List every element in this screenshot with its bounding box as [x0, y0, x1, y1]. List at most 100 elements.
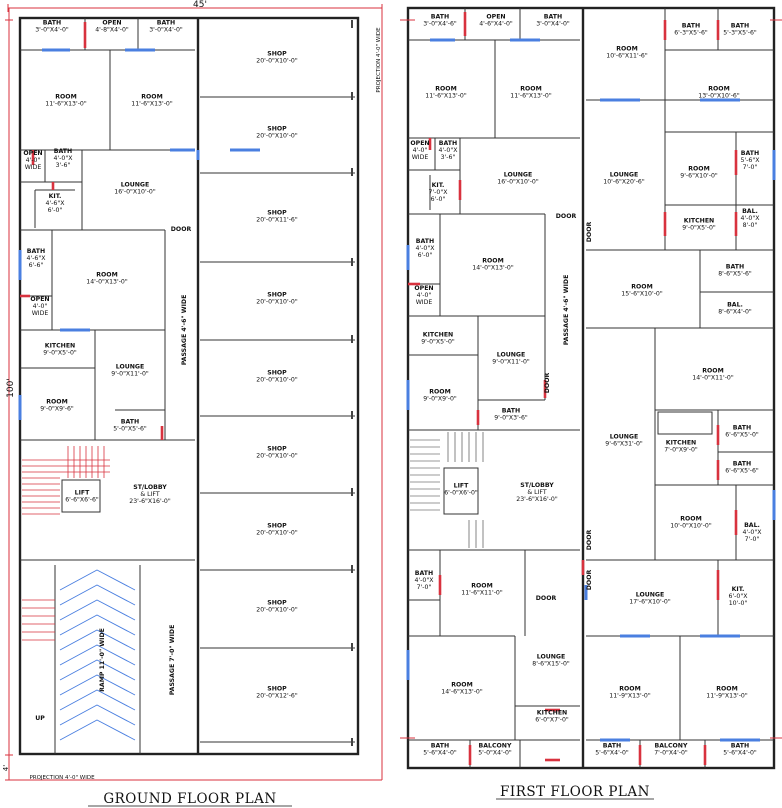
f-door6-label: DOOR: [586, 570, 593, 591]
f-lounge5-line-0: LOUNGE: [610, 434, 639, 441]
f-room9-line-1: 9'-6"X10'-0": [680, 173, 718, 180]
f-lounge2-line-1: 9'-0"X11'-0": [492, 359, 530, 366]
f-bath13-line-1: 6'-6"X5'-6": [725, 468, 759, 475]
f-room7-line-0: ROOM: [616, 46, 637, 53]
f-door6-line-0: DOOR: [586, 570, 593, 591]
f-bal2-line-0: BAL.: [727, 302, 743, 309]
ground-openings: [18, 22, 260, 440]
g-room1-line-0: ROOM: [55, 94, 76, 101]
g-bath1-line-1: 3'-0"X4'-0": [35, 27, 69, 34]
f-room9-line-0: ROOM: [688, 166, 709, 173]
f-stlobby-line-1: & LIFT: [527, 489, 547, 496]
g-lift-line-1: 6'-6"X6'-6": [65, 497, 99, 504]
f-bath9-line-1: 5'-3"X5'-6": [723, 30, 757, 37]
top-width-dimension: 45': [193, 0, 207, 10]
f-bal1-line-0: BAL.: [742, 208, 758, 215]
f-bal3-line-2: 7'-0": [745, 536, 760, 543]
f-open3-line-2: WIDE: [416, 299, 433, 306]
f-bal3-line-0: BAL.: [744, 522, 760, 529]
g-shop5-line-0: SHOP: [267, 370, 287, 377]
g-ramp-label: RAMP 11'-0" WIDE: [99, 628, 106, 692]
f-door2-line-0: DOOR: [544, 373, 551, 394]
g-room4-line-0: ROOM: [46, 399, 67, 406]
g-bath5-line-0: BATH: [121, 419, 139, 426]
f-lift-line-1: 6'-0"X6'-0": [444, 490, 478, 497]
f-kitchen1-line-0: KITCHEN: [423, 332, 453, 339]
g-kit1-line-1: 4'-6"X: [46, 200, 66, 207]
g-up-label: UP: [35, 715, 45, 722]
f-open3-line-0: OPEN: [414, 285, 433, 292]
ground-floor-walls: [18, 16, 360, 756]
f-kit2-line-2: 10'-0": [729, 600, 748, 607]
f-lounge2-line-0: LOUNGE: [497, 352, 526, 359]
projection-bottom-label: PROJECTION 4'-0" WIDE: [29, 775, 95, 781]
f-balcony1-line-1: 5'-0"X4'-0": [478, 750, 512, 757]
f-balcony2-line-1: 7'-0"X4'-0": [654, 750, 688, 757]
f-bath9-line-0: BATH: [731, 23, 749, 30]
f-lounge3-line-1: 8'-6"X15'-0": [532, 661, 570, 668]
f-bath10-line-2: 7'-0": [743, 164, 758, 171]
f-room5-line-0: ROOM: [471, 583, 492, 590]
g-open2-line-0: OPEN: [23, 150, 42, 157]
f-bath14-line-0: BATH: [603, 743, 621, 750]
f-lift-line-0: LIFT: [454, 483, 469, 490]
f-bath1-line-0: BATH: [431, 14, 449, 21]
g-bath3-line-2: 3'-6": [56, 162, 71, 169]
f-door1-line-0: DOOR: [556, 213, 577, 220]
f-room10-line-0: ROOM: [631, 284, 652, 291]
f-bath11-line-1: 8'-6"X5'-6": [718, 271, 752, 278]
f-kitchen2-line-0: KITCHEN: [537, 710, 567, 717]
f-open2-line-2: WIDE: [412, 154, 429, 161]
g-kit1-line-0: KIT.: [49, 193, 62, 200]
g-open1-line-1: 4'-8"X4'-0": [95, 27, 129, 34]
f-door1-label: DOOR: [556, 213, 577, 220]
f-balcony1-line-0: BALCONY: [479, 743, 512, 750]
g-shop6-line-0: SHOP: [267, 446, 287, 453]
f-room11-line-1: 14'-0"X11'-0": [692, 375, 734, 382]
f-open2-line-0: OPEN: [410, 140, 429, 147]
f-room4-line-1: 9'-0"X9'-0": [423, 396, 457, 403]
f-lounge6-line-0: LOUNGE: [636, 592, 665, 599]
f-bath4-line-2: 6'-0": [418, 252, 433, 259]
f-door4-label: DOOR: [586, 222, 593, 243]
f-bath2-line-1: 3'-0"X4'-0": [536, 21, 570, 28]
g-bath5-line-1: 5'-0"X5'-6": [113, 426, 147, 433]
g-kitchen-line-1: 9'-0"X5'-0": [43, 350, 77, 357]
f-door5-label: DOOR: [586, 530, 593, 551]
f-bath13-line-0: BATH: [733, 461, 751, 468]
g-passage2-line-0: PASSAGE 7'-0" WIDE: [169, 625, 176, 696]
f-room13-line-0: ROOM: [619, 686, 640, 693]
f-kit2-line-0: KIT.: [732, 586, 745, 593]
f-lounge6-line-1: 17'-6"X10'-0": [629, 599, 671, 606]
g-passage1-label: PASSAGE 4'-6" WIDE: [181, 295, 188, 366]
g-door1-label: DOOR: [171, 226, 192, 233]
f-door3-line-0: DOOR: [536, 595, 557, 602]
g-bath4-line-1: 4'-6"X: [27, 255, 47, 262]
g-room3-line-0: ROOM: [96, 272, 117, 279]
